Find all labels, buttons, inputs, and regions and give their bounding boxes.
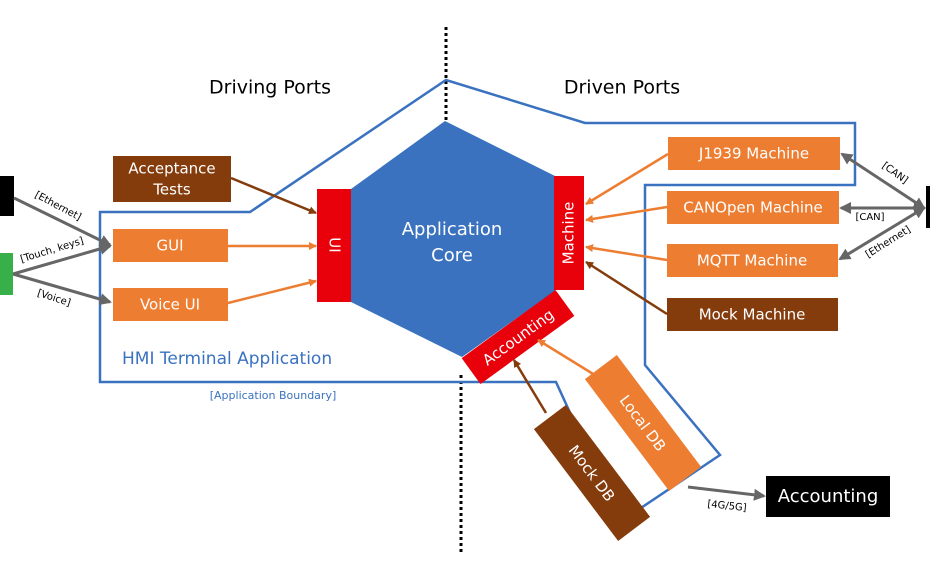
touch-keys-connector bbox=[12, 243, 112, 276]
mock-db-to-accounting-connector bbox=[512, 359, 548, 414]
external-human-actor[interactable] bbox=[0, 253, 13, 295]
external-accounting-label: Accounting bbox=[778, 486, 879, 507]
machine-port[interactable] bbox=[554, 176, 584, 290]
voice-ui-adapter[interactable] bbox=[113, 288, 228, 321]
voice-to-ui-connector bbox=[227, 278, 317, 305]
gui-adapter[interactable] bbox=[113, 229, 228, 262]
canopen-machine-adapter[interactable] bbox=[667, 191, 839, 224]
voice-label: [Voice] bbox=[36, 288, 72, 309]
ethernet-right-connector bbox=[838, 206, 926, 261]
voice-connector bbox=[12, 272, 112, 305]
acceptance-tests-label-line2: Tests bbox=[152, 181, 191, 199]
cellular-label: [4G/5G] bbox=[707, 499, 747, 514]
j1939-machine-label: J1939 Machine bbox=[698, 145, 809, 163]
mock-to-machine-connector bbox=[585, 260, 668, 316]
ui-port[interactable] bbox=[317, 189, 351, 302]
boundary-subtitle: [Application Boundary] bbox=[210, 389, 337, 402]
ethernet-left-connector bbox=[13, 196, 112, 247]
external-machine-bus[interactable] bbox=[926, 186, 930, 228]
local-db-to-accounting-connector bbox=[537, 338, 599, 379]
mqtt-machine-label: MQTT Machine bbox=[697, 252, 807, 270]
core-label-line1: Application bbox=[402, 219, 503, 240]
boundary-title: HMI Terminal Application bbox=[122, 349, 332, 369]
mqtt-to-machine-connector bbox=[585, 244, 668, 262]
application-boundary bbox=[98, 78, 857, 524]
acceptance-tests-label-line1: Acceptance bbox=[128, 160, 215, 178]
cellular-connector bbox=[687, 485, 766, 501]
mqtt-machine-adapter[interactable] bbox=[667, 244, 838, 277]
application-core-hexagon[interactable] bbox=[351, 121, 555, 357]
driven-ports-heading: Driven Ports bbox=[564, 77, 680, 99]
driving-ports-heading: Driving Ports bbox=[209, 77, 331, 99]
can-mid-label: [CAN] bbox=[855, 212, 884, 223]
j1939-machine-adapter[interactable] bbox=[668, 137, 840, 170]
acceptance-tests-adapter[interactable] bbox=[113, 156, 231, 202]
touch-keys-label: [Touch, keys] bbox=[19, 236, 85, 266]
acceptance-to-ui-connector bbox=[230, 176, 317, 215]
core-label-line2: Core bbox=[431, 245, 473, 266]
canopen-to-machine-connector bbox=[585, 205, 668, 223]
gui-label: GUI bbox=[156, 237, 183, 255]
j1939-to-machine-connector bbox=[585, 152, 669, 206]
canopen-machine-label: CANOpen Machine bbox=[683, 199, 823, 217]
voice-ui-label: Voice UI bbox=[140, 296, 200, 314]
can-top-connector bbox=[840, 152, 926, 210]
ui-port-label: UI bbox=[326, 237, 344, 252]
external-accounting-system[interactable] bbox=[766, 476, 890, 517]
external-ethernet-actor[interactable] bbox=[0, 176, 14, 216]
mock-machine-adapter[interactable] bbox=[667, 298, 838, 331]
machine-port-label: Machine bbox=[560, 202, 578, 265]
mock-machine-label: Mock Machine bbox=[699, 306, 806, 324]
